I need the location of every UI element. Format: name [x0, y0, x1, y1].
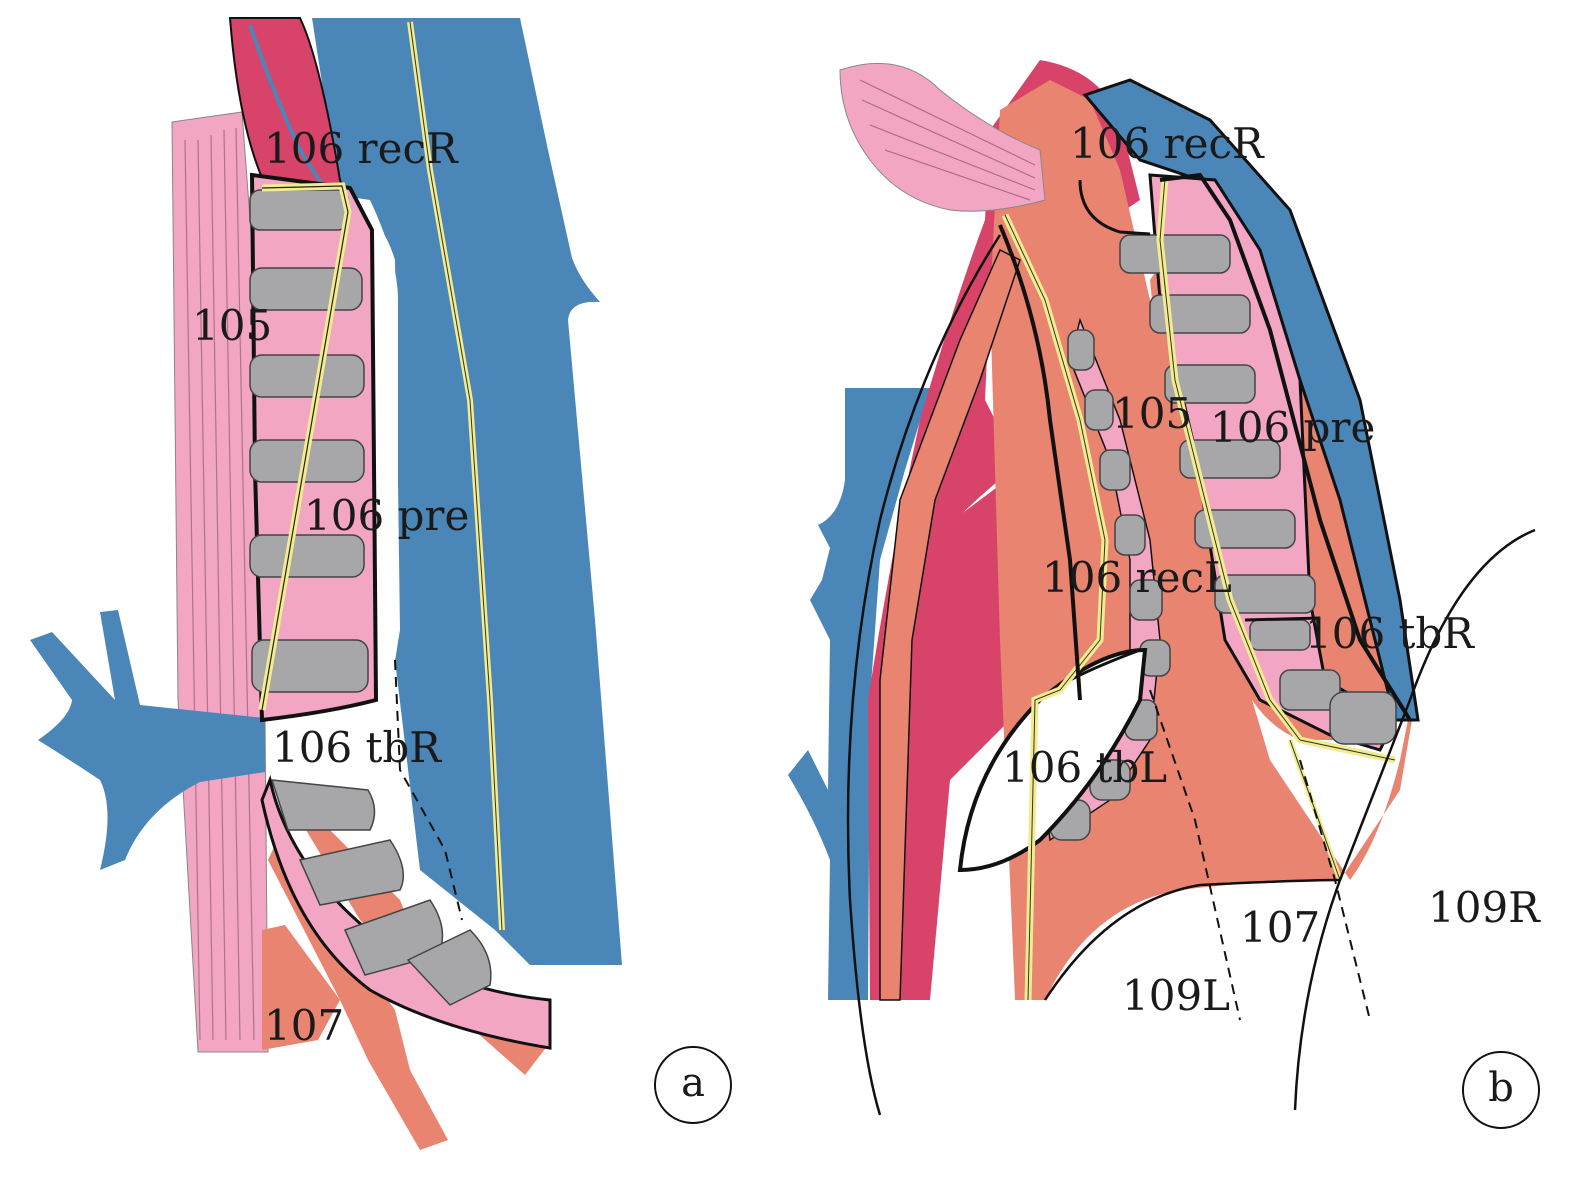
label-107: 107 [264, 1001, 344, 1050]
label-b-106-recR: 106 recR [1070, 119, 1265, 168]
label-b-105: 105 [1112, 389, 1192, 438]
bronchial-cartilage-rings [270, 779, 492, 1006]
brachiocephalic-vein [30, 610, 265, 870]
vena-cava [312, 18, 622, 965]
label-106-tbR: 106 tbR [272, 723, 442, 772]
label-b-106-tbL: 106 tbL [1002, 743, 1167, 792]
carina-outline [1043, 878, 1341, 1001]
label-106-recR: 106 recR [264, 124, 459, 173]
esophagus-fibers-b [859, 79, 1036, 201]
muscle-fibers [184, 127, 255, 1041]
azygos-vein-b [788, 388, 930, 1000]
tracheal-rings-b [1119, 234, 1397, 745]
panel-a: 106 recR 105 106 pre 106 tbR 107 a [30, 17, 732, 1150]
dashed-boundary-a [394, 659, 463, 921]
panel-b-letter: b [1488, 1065, 1514, 1111]
label-b-107: 107 [1240, 903, 1320, 952]
left-bronchial-nodes [1049, 329, 1171, 841]
label-b-109R: 109R [1428, 883, 1541, 932]
label-b-106-pre: 106 pre [1210, 403, 1375, 452]
label-b-109L: 109L [1122, 971, 1230, 1020]
label-106-pre: 106 pre [304, 491, 469, 540]
tracheal-cartilage-rings [249, 189, 369, 693]
panel-b: 106 recR 105 106 pre 106 recL 106 tbR 10… [788, 60, 1541, 1129]
panel-a-badge [654, 1046, 732, 1124]
panel-a-letter: a [681, 1060, 705, 1106]
label-b-106-recL: 106 recL [1042, 553, 1232, 602]
label-b-106-tbR: 106 tbR [1305, 609, 1475, 658]
dashed-boundary-109R [1299, 759, 1371, 1021]
panel-b-badge [1462, 1051, 1540, 1129]
left-lung-outline [846, 234, 1002, 1116]
label-105: 105 [192, 301, 272, 350]
dashed-boundary-109L [1149, 689, 1241, 1021]
